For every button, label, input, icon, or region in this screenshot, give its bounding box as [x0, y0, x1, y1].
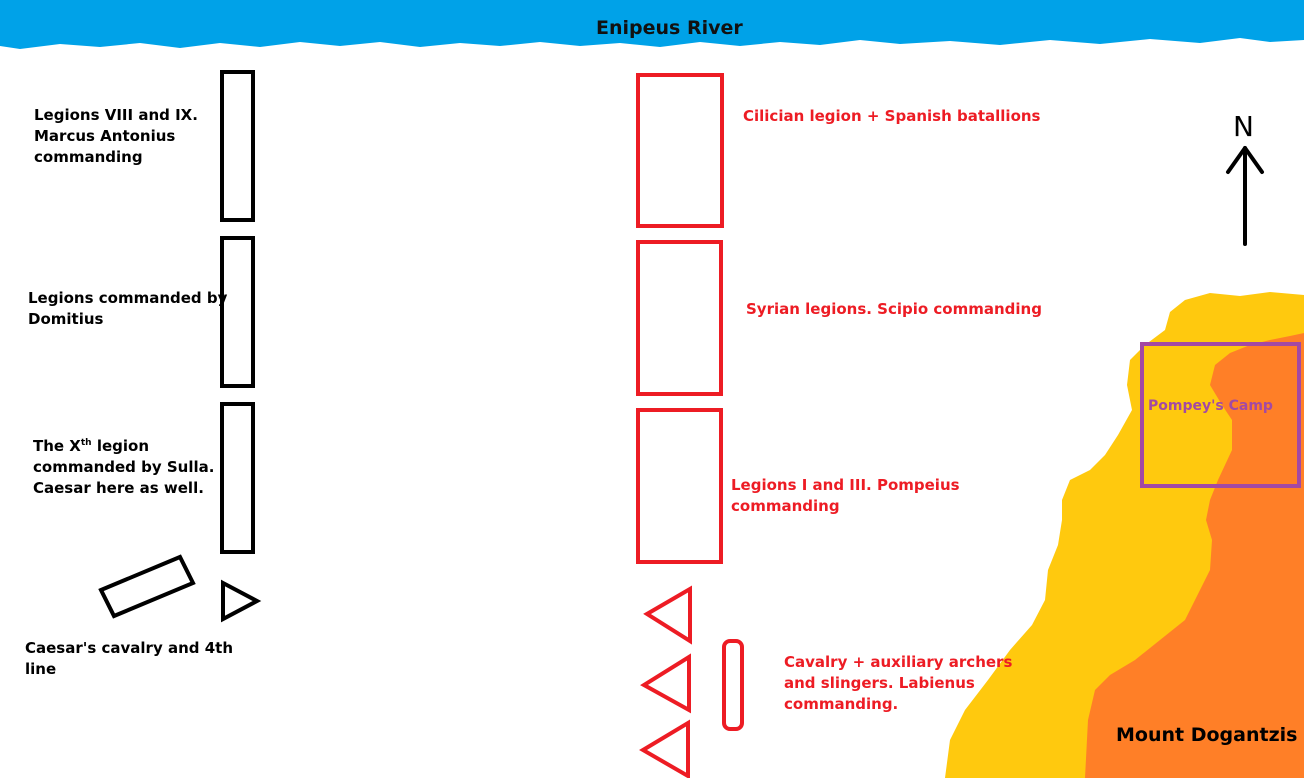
caesar-label-domitius: Legions commanded by Domitius — [28, 289, 228, 328]
mountain-label: Mount Dogantzis — [1116, 724, 1298, 746]
pompey-label-syrian: Syrian legions. Scipio commanding — [746, 300, 1042, 318]
pompey-label-cilician: Cilician legion + Spanish batallions — [743, 107, 1041, 125]
caesar-legion-block-tenth — [220, 402, 255, 554]
north-label: N — [1233, 110, 1254, 143]
pompey-label-labienus: Cavalry + auxiliary archers and slingers… — [784, 653, 1013, 713]
caesar-fourth-line-block — [98, 554, 196, 619]
caesar-cavalry-triangle — [221, 579, 262, 623]
caesar-legion-block-antonius — [220, 70, 255, 222]
pompey-legion-block-cilician — [636, 73, 724, 228]
mountain-peak — [1085, 333, 1304, 778]
river-label: Enipeus River — [596, 17, 743, 39]
caesar-label-antonius: Legions VIII and IX. Marcus Antonius com… — [34, 106, 198, 166]
pompey-cavalry-triangle-3 — [639, 719, 690, 778]
caesar-legion-block-domitius — [220, 236, 255, 388]
pompey-legion-block-syrian — [636, 240, 723, 396]
pompey-camp-label: Pompey's Camp — [1148, 398, 1273, 414]
north-arrow-icon — [1226, 146, 1264, 246]
pompey-cavalry-triangle-1 — [643, 585, 692, 645]
pompey-archers-block — [722, 639, 744, 731]
pompey-label-pompeius: Legions I and III. Pompeius commanding — [731, 476, 960, 515]
caesar-label-cavalry: Caesar's cavalry and 4th line — [25, 639, 233, 678]
pompey-cavalry-triangle-2 — [640, 653, 691, 714]
pompey-camp-box — [1140, 342, 1301, 488]
enipeus-river — [0, 0, 1304, 49]
caesar-label-tenth: The Xth legion commanded by Sulla. Caesa… — [33, 437, 215, 497]
pompey-legion-block-pompeius — [636, 408, 723, 564]
